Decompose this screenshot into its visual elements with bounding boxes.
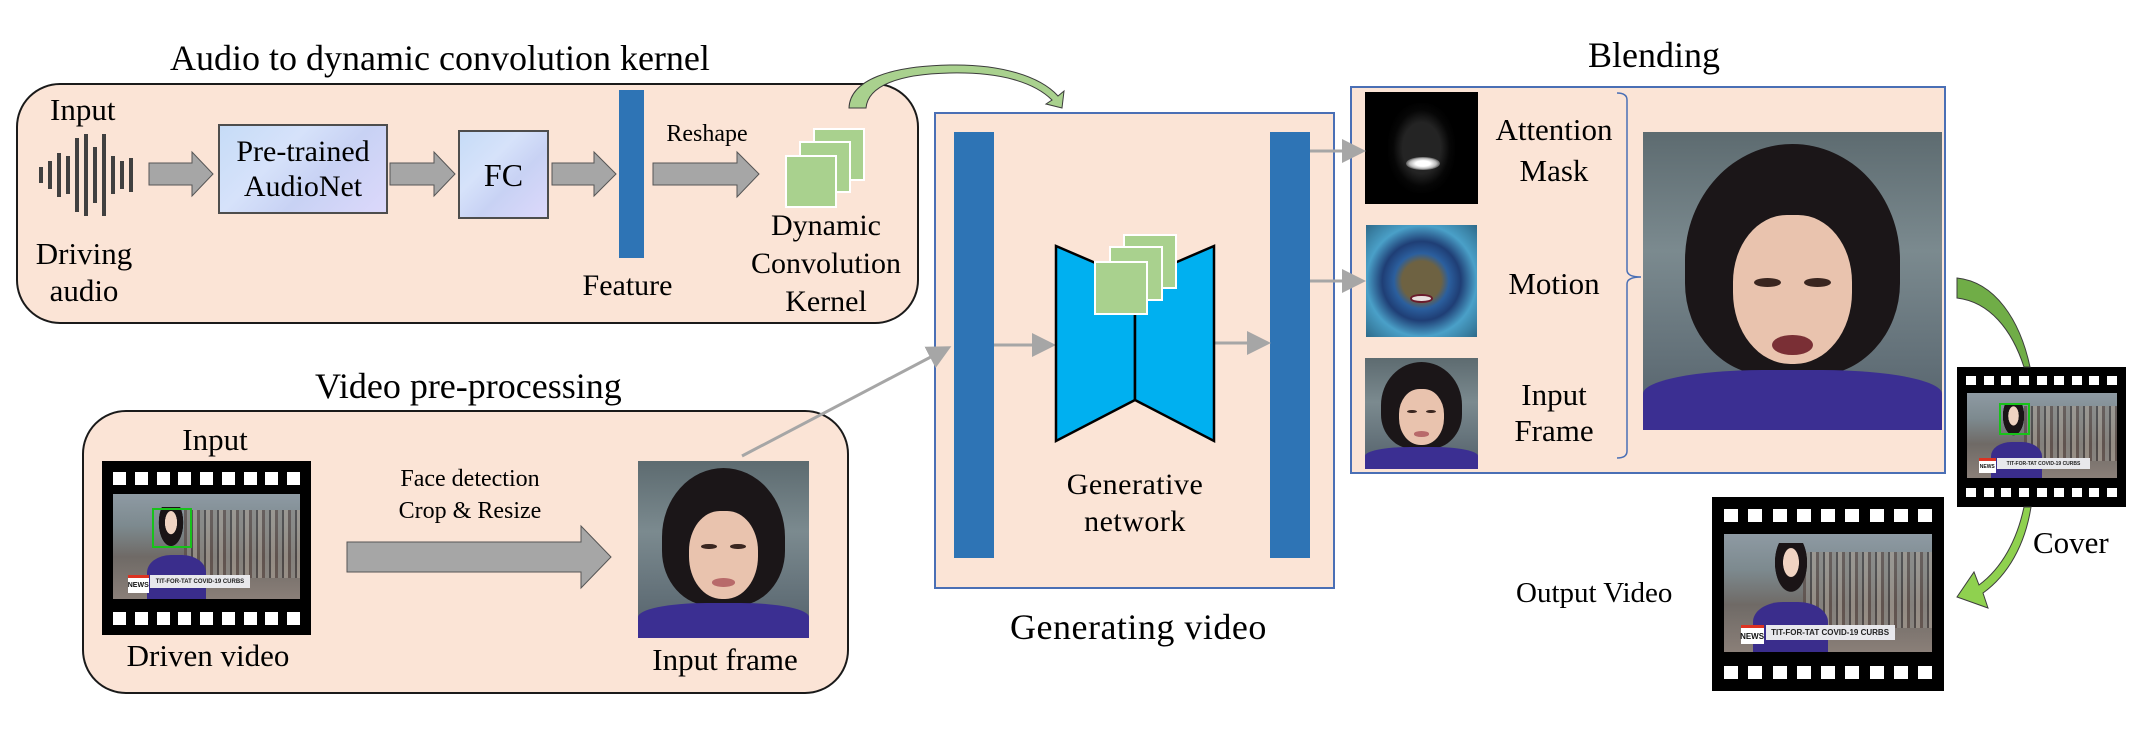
film-holes-top <box>113 472 300 485</box>
video-input-label: Input <box>182 422 248 457</box>
decoder-feature-bar <box>1270 132 1310 558</box>
driven-video-film: NEWS TIT-FOR-TAT COVID-19 CURBS <box>102 461 311 635</box>
feature-bar <box>619 90 644 258</box>
block-arrow-audio-to-audionet <box>148 150 214 198</box>
kernel-label-line1: Dynamic <box>771 209 881 242</box>
driven-video-label: Driven video <box>126 638 290 673</box>
news-headline: TIT-FOR-TAT COVID-19 CURBS <box>1765 624 1895 641</box>
film-holes-bottom <box>113 612 300 625</box>
fc-label: FC <box>483 157 524 193</box>
cover-video-film: NEWS TIT-FOR-TAT COVID-19 CURBS <box>1957 367 2126 507</box>
feature-label: Feature <box>582 269 673 302</box>
curved-arrow-to-cover <box>1956 277 2031 368</box>
motion-label: Motion <box>1508 266 1600 301</box>
generative-network-label-line1: Generative <box>1066 468 1204 501</box>
block-arrow-audionet-to-fc <box>389 150 456 198</box>
film-holes-bottom <box>1966 488 2117 497</box>
curved-arrow-to-output <box>1956 506 2032 609</box>
news-headline: TIT-FOR-TAT COVID-19 CURBS <box>150 574 250 589</box>
film-holes-bottom <box>1724 666 1932 679</box>
network-kernel-square-front <box>1094 261 1148 315</box>
film-holes-top <box>1724 509 1932 522</box>
driving-audio-label-line2: audio <box>49 273 119 308</box>
fc-block <box>458 130 549 219</box>
input-frame-label: Input frame <box>652 642 798 677</box>
film-holes-top <box>1966 376 2117 385</box>
video-section-title: Video pre-processing <box>315 366 622 406</box>
motion-image <box>1366 225 1477 337</box>
generating-section-title: Generating video <box>1010 607 1267 647</box>
encoder-feature-bar <box>954 132 994 558</box>
attention-mask-image <box>1365 92 1478 204</box>
waveform-icon <box>39 134 133 216</box>
driving-audio-label-line1: Driving <box>35 236 133 271</box>
audio-section-title: Audio to dynamic convolution kernel <box>170 38 710 78</box>
audio-input-label: Input <box>50 92 116 127</box>
reshape-label: Reshape <box>666 121 748 147</box>
blended-result-image <box>1643 132 1942 430</box>
crop-resize-label: Crop & Resize <box>398 498 542 524</box>
blending-input-label-line2: Frame <box>1514 413 1594 448</box>
news-badge: NEWS <box>128 574 149 593</box>
block-arrow-reshape <box>652 150 760 199</box>
block-arrow-fc-to-feature <box>551 150 617 198</box>
block-arrow-face-detection <box>346 524 612 590</box>
output-video-frame: NEWS TIT-FOR-TAT COVID-19 CURBS <box>1724 534 1932 652</box>
blending-section-title: Blending <box>1588 35 1720 75</box>
blending-input-frame-image <box>1365 358 1478 469</box>
face-detection-label: Face detection <box>400 466 540 492</box>
attention-label-line1: Attention <box>1495 112 1613 147</box>
input-frame-image <box>638 461 809 638</box>
driven-video-frame: NEWS TIT-FOR-TAT COVID-19 CURBS <box>113 494 300 599</box>
kernel-square-front <box>785 155 837 208</box>
arrow-input-frame-to-encoder <box>741 346 952 458</box>
news-headline: TIT-FOR-TAT COVID-19 CURBS <box>1997 458 2090 470</box>
face-detection-box <box>152 507 192 548</box>
generative-network-label-line2: network <box>1084 505 1186 538</box>
face-detection-box <box>1998 403 2030 436</box>
output-video-film: NEWS TIT-FOR-TAT COVID-19 CURBS <box>1712 497 1944 691</box>
output-video-label: Output Video <box>1516 577 1673 609</box>
blending-input-label-line1: Input <box>1521 377 1587 412</box>
attention-label-line2: Mask <box>1519 153 1589 188</box>
news-badge: NEWS <box>1740 624 1764 645</box>
news-badge: NEWS <box>1979 458 1996 474</box>
kernel-label-line2: Convolution <box>750 247 901 280</box>
cover-label: Cover <box>2033 525 2109 560</box>
audionet-label-line2: AudioNet <box>243 170 363 203</box>
curved-arrow-kernel-to-network <box>848 64 1065 109</box>
cover-video-frame: NEWS TIT-FOR-TAT COVID-19 CURBS <box>1967 393 2117 478</box>
audionet-block <box>218 124 388 214</box>
audionet-label-line1: Pre-trained <box>236 135 370 168</box>
blending-brace-icon <box>1616 92 1642 459</box>
kernel-label-line3: Kernel <box>785 285 867 318</box>
